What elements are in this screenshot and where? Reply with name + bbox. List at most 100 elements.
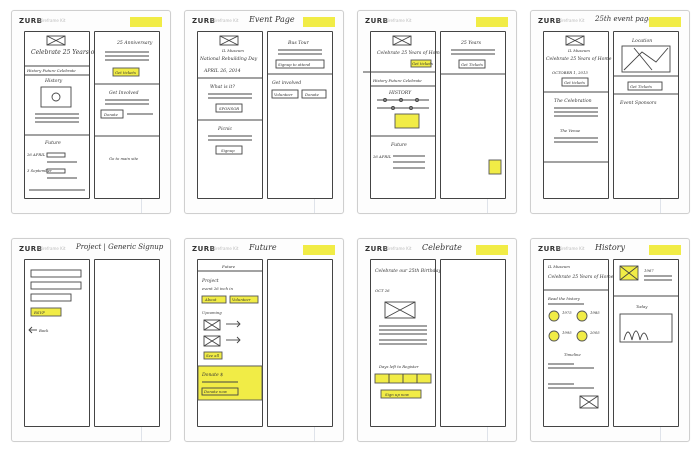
- button-label: Get Tickets: [630, 84, 652, 89]
- button-label-3: See all: [206, 353, 220, 358]
- history-year: 1967: [644, 268, 654, 273]
- button-label: Get tickets: [412, 61, 433, 66]
- get-tickets-button: [410, 59, 432, 68]
- image-placeholder: [203, 319, 221, 331]
- mobile-panel-right: 25 Years Get Tickets: [440, 31, 506, 199]
- event-date: OCT 26: [375, 288, 390, 293]
- brand-logo: ZURB: [19, 245, 43, 253]
- image-placeholder: [46, 35, 66, 46]
- back-link: Back: [38, 328, 49, 333]
- volunteer-button: [271, 89, 299, 99]
- sheet-title: 25th event page: [595, 15, 653, 23]
- section-title: History: [44, 78, 63, 84]
- timeline-dot-4: [576, 330, 588, 342]
- image-placeholder: [219, 35, 239, 46]
- project-subtitle: event 26 inch in: [202, 286, 234, 291]
- hero-title: Celebrate 25 Years of Home: [31, 49, 117, 56]
- wireframe-sheet-6: ZURB Wireframe Kit Future Future Project…: [184, 238, 344, 442]
- image-placeholder: [565, 35, 585, 46]
- button-label: Get Tickets: [461, 62, 483, 67]
- button-label-2: Volunteer: [232, 297, 251, 302]
- sheet-subtitle: Wireframe Kit: [211, 18, 239, 23]
- text-field-3: [30, 293, 72, 302]
- sheet-subtitle: Wireframe Kit: [38, 246, 66, 251]
- mobile-panel-left: IL Museum Celebrate 25 Years of Home OCT…: [543, 31, 612, 199]
- event-date: APRIL 26, 2014: [203, 68, 241, 74]
- timeline-year-3: 1995: [562, 330, 572, 335]
- get-tickets-button: [112, 67, 140, 77]
- button-label: Get tickets: [115, 70, 136, 75]
- sheet-subtitle: Wireframe Kit: [557, 18, 585, 23]
- mobile-panel-right: [94, 259, 160, 427]
- mobile-panel-left: IL Museum Celebrate 25 Years of Home Rea…: [543, 259, 614, 427]
- donate-button: [301, 89, 327, 99]
- mobile-panel-right: [267, 259, 333, 427]
- mobile-panel-right: [440, 259, 506, 427]
- get-tickets-button: [458, 59, 486, 69]
- nav-title: Future: [221, 264, 236, 269]
- mobile-panel-right: Bus Tour Signup to attend Get involved V…: [267, 31, 333, 199]
- brand-logo: ZURB: [192, 245, 216, 253]
- button-label: Sign up now: [385, 392, 410, 397]
- button-label: Get tickets: [564, 80, 585, 85]
- see-all-button: [203, 351, 223, 360]
- brand-logo: ZURB: [538, 245, 562, 253]
- button-label: SPONSOR: [219, 106, 239, 111]
- image-placeholder-2: [203, 335, 221, 347]
- section-title-2: Future: [44, 140, 61, 146]
- donate-button: [100, 109, 124, 119]
- button-label-2: Donate: [103, 112, 119, 117]
- highlight-tag: [303, 245, 335, 255]
- wireframe-sheet-3: ZURB Wireframe Kit Celebrate 25 Years of…: [357, 10, 517, 214]
- event-date-2: 3 September: [27, 168, 52, 173]
- panel-heading: Location: [631, 38, 652, 44]
- days-left-label: Days left to Register: [378, 364, 419, 369]
- volunteer-button: [229, 295, 259, 304]
- photo-placeholder: [619, 313, 673, 343]
- wireframe-sheet-5: ZURB Wireframe Kit Project | Generic Sig…: [11, 238, 171, 442]
- museum-logo: IL Museum: [221, 48, 244, 53]
- highlight-tag: [130, 17, 162, 27]
- image-placeholder-highlight: [394, 113, 420, 129]
- donate-section: [197, 365, 263, 401]
- get-tickets-button: [561, 77, 589, 87]
- museum-logo: IL Museum: [567, 48, 590, 53]
- signup-button: [215, 145, 243, 155]
- timeline-year-4: 2005: [589, 330, 600, 335]
- timeline-year-1: 1975: [562, 310, 572, 315]
- sheet-subtitle: Wireframe Kit: [557, 246, 585, 251]
- highlight-tag: [649, 245, 681, 255]
- text-field-2: [30, 281, 82, 290]
- timeline-label: Timeline: [564, 352, 581, 357]
- hero-title: Celebrate 25 Years of Home: [546, 56, 612, 62]
- read-history-label: Read the history: [547, 296, 581, 301]
- button-label-2: Signup: [221, 148, 235, 153]
- sheet-subtitle: Wireframe Kit: [384, 18, 412, 23]
- highlight-tag: [476, 245, 508, 255]
- sheet-title: Celebrate: [422, 243, 462, 252]
- panel-heading: 25 Anniversary: [116, 40, 153, 46]
- panel-heading-2: Get involved: [272, 80, 301, 86]
- donate-now-button: [201, 387, 239, 396]
- footer-link: Go to main site: [109, 156, 139, 161]
- brand-logo: ZURB: [538, 17, 562, 25]
- sheet-title: Project | Generic Signup: [76, 243, 164, 251]
- mobile-panel-left: Celebrate 25 Years of Home Get tickets H…: [363, 31, 443, 199]
- mobile-panel-right: 1967 Today: [613, 259, 679, 427]
- panel-heading: Project: [201, 278, 219, 284]
- signup-attend-button: [275, 59, 325, 69]
- timeline-dot-3: [548, 330, 560, 342]
- hero-title: National Rebuilding Day: [199, 56, 258, 62]
- brand-logo: ZURB: [365, 245, 389, 253]
- section-title-2: The Venue: [560, 128, 581, 133]
- map-placeholder: [621, 45, 671, 73]
- image-placeholder: [392, 35, 412, 46]
- timeline-dot-2: [576, 310, 588, 322]
- button-label-4: Donate now: [203, 389, 228, 394]
- sheet-subtitle: Wireframe Kit: [384, 246, 412, 251]
- mobile-panel-left: IL Museum National Rebuilding Day APRIL …: [197, 31, 263, 199]
- mobile-panel-right: Location Get Tickets Event Sponsors: [613, 31, 679, 199]
- wireframe-sheet-1: ZURB Wireframe Kit Celebrate 25 Years of…: [11, 10, 171, 214]
- mobile-panel-left: Celebrate our 25th Birthday OCT 26 Days …: [370, 259, 441, 427]
- mobile-panel-right: 25 Anniversary Get tickets Get Involved …: [94, 31, 160, 199]
